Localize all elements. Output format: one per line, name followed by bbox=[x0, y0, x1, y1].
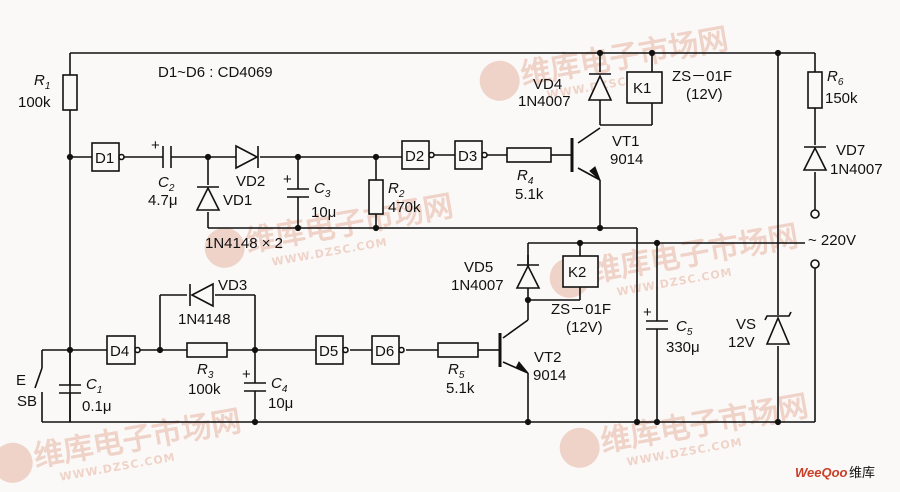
r4-ref: R4 bbox=[517, 167, 534, 187]
vd1-value: 1N4148 × 2 bbox=[205, 235, 283, 252]
d5-label: D5 bbox=[319, 343, 338, 360]
diode-vd5: VD5 1N4007 bbox=[451, 259, 541, 294]
c2-value: 4.7μ bbox=[148, 192, 178, 209]
resistor-r3: R3 100k bbox=[186, 342, 228, 398]
vs-ref: VS bbox=[736, 316, 756, 333]
weeqoo-logo: WeeQoo 维库 bbox=[795, 465, 875, 480]
wiring bbox=[66, 49, 816, 426]
capacitor-c3: + C3 10μ bbox=[283, 171, 336, 221]
c1-ref: C1 bbox=[86, 376, 102, 396]
c3-ref: C3 bbox=[314, 180, 331, 200]
header-note: D1~D6 : CD4069 bbox=[158, 64, 273, 81]
sb-ref: SB bbox=[17, 393, 37, 410]
k2-rating: (12V) bbox=[566, 319, 603, 336]
vs-value: 12V bbox=[728, 334, 755, 351]
ac-voltage: ~ 220V bbox=[808, 232, 856, 249]
sb-mark: E bbox=[16, 372, 26, 389]
transistor-vt2: VT2 9014 bbox=[493, 333, 566, 384]
vd4-value: 1N4007 bbox=[518, 93, 571, 110]
diode-vd4: VD4 1N4007 bbox=[518, 73, 613, 110]
capacitor-c1: C1 0.1μ bbox=[59, 376, 112, 415]
vd7-ref: VD7 bbox=[836, 142, 865, 159]
inverter-d2: D2 bbox=[401, 140, 435, 170]
vd2-ref: VD2 bbox=[236, 173, 265, 190]
d1-label: D1 bbox=[95, 150, 114, 167]
inverter-d5: D5 bbox=[315, 335, 349, 365]
k2-model: ZS－01F bbox=[551, 301, 611, 318]
k1-ref: K1 bbox=[633, 80, 651, 97]
resistor-r1: R1 100k bbox=[18, 72, 78, 111]
r3-ref: R3 bbox=[197, 361, 214, 381]
r6-ref: R6 bbox=[827, 68, 844, 88]
c5-value: 330μ bbox=[666, 339, 700, 356]
zener-vs: VS 12V bbox=[728, 311, 792, 351]
resistor-r5: R5 5.1k bbox=[437, 342, 479, 397]
vd5-value: 1N4007 bbox=[451, 277, 504, 294]
inverter-d1: D1 bbox=[91, 142, 125, 172]
r5-ref: R5 bbox=[448, 361, 465, 381]
vd7-value: 1N4007 bbox=[830, 161, 883, 178]
watermark-bottom-left: 维库电子市场网 WWW.DZSC.COM bbox=[0, 404, 244, 484]
r6-value: 150k bbox=[825, 90, 858, 107]
relay-k2: K2 ZS－01F (12V) bbox=[551, 255, 611, 336]
k1-rating: (12V) bbox=[686, 86, 723, 103]
r1-ref: R1 bbox=[34, 72, 50, 92]
vt1-value: 9014 bbox=[610, 151, 643, 168]
vd4-ref: VD4 bbox=[533, 76, 562, 93]
transistor-vt1: VT1 9014 bbox=[566, 133, 643, 181]
resistor-r4: R4 5.1k bbox=[506, 147, 552, 203]
switch-sb: E SB bbox=[16, 349, 70, 423]
vt2-ref: VT2 bbox=[534, 349, 562, 366]
c1-value: 0.1μ bbox=[82, 398, 112, 415]
r2-value: 470k bbox=[388, 199, 421, 216]
c5-plus: + bbox=[643, 304, 652, 321]
k2-ref: K2 bbox=[568, 264, 586, 281]
resistor-r6: R6 150k bbox=[807, 68, 858, 109]
c5-ref: C5 bbox=[676, 318, 693, 338]
r5-value: 5.1k bbox=[446, 380, 475, 397]
d6-label: D6 bbox=[375, 343, 394, 360]
vd1-ref: VD1 bbox=[223, 192, 252, 209]
vd5-ref: VD5 bbox=[464, 259, 493, 276]
relay-k1: K1 ZS－01F (12V) bbox=[626, 68, 732, 104]
capacitor-c5: + C5 330μ bbox=[643, 304, 700, 356]
vd3-ref: VD3 bbox=[218, 277, 247, 294]
watermark-bottom-right: 维库电子市场网 WWW.DZSC.COM bbox=[559, 389, 811, 469]
r3-value: 100k bbox=[188, 381, 221, 398]
inverter-d4: D4 bbox=[106, 335, 141, 365]
k1-model: ZS－01F bbox=[672, 68, 732, 85]
c2-ref: C2 bbox=[158, 174, 175, 194]
d3-label: D3 bbox=[458, 148, 477, 165]
c4-ref: C4 bbox=[271, 375, 288, 395]
diode-vd2: VD2 bbox=[235, 144, 265, 190]
vt1-ref: VT1 bbox=[612, 133, 640, 150]
c3-plus: + bbox=[283, 171, 292, 188]
c2-plus: + bbox=[151, 137, 160, 154]
diode-vd3: VD3 1N4148 bbox=[178, 277, 247, 328]
c3-value: 10μ bbox=[311, 204, 336, 221]
r1-value: 100k bbox=[18, 94, 51, 111]
c4-plus: + bbox=[242, 366, 251, 383]
vd3-value: 1N4148 bbox=[178, 311, 231, 328]
capacitor-c4: + C4 10μ bbox=[242, 366, 293, 412]
r2-ref: R2 bbox=[388, 180, 405, 200]
inverter-d6: D6 bbox=[371, 335, 405, 365]
r4-value: 5.1k bbox=[515, 186, 544, 203]
c4-value: 10μ bbox=[268, 395, 293, 412]
vt2-value: 9014 bbox=[533, 367, 566, 384]
logo-suffix: 维库 bbox=[849, 465, 875, 480]
d2-label: D2 bbox=[405, 148, 424, 165]
diode-vd1: VD1 1N4148 × 2 bbox=[195, 186, 283, 252]
d4-label: D4 bbox=[110, 343, 129, 360]
diode-vd7: VD7 1N4007 bbox=[802, 142, 883, 178]
logo-brand: WeeQoo bbox=[795, 465, 848, 480]
capacitor-c2: + C2 4.7μ bbox=[148, 137, 178, 209]
inverter-d3: D3 bbox=[454, 140, 488, 170]
resistor-r2: R2 470k bbox=[368, 179, 421, 216]
ac-input: ~ 220V bbox=[808, 209, 856, 269]
